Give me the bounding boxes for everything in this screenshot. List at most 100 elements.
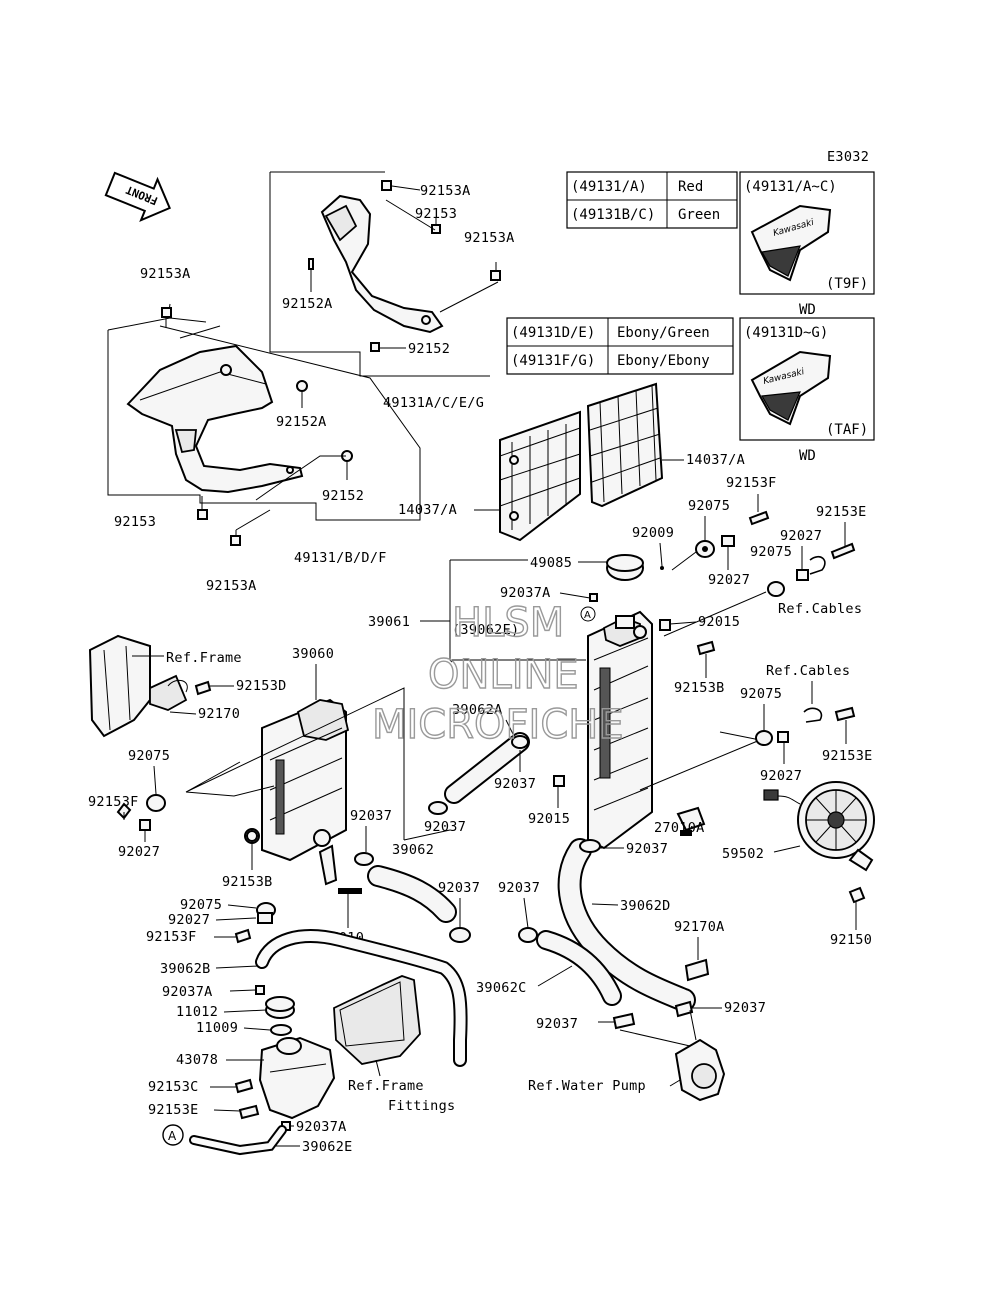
hose-39062B xyxy=(255,929,468,1067)
fastener-92152-top xyxy=(370,342,406,352)
color-table-2-color-1: Ebony/Green xyxy=(617,325,710,341)
grommet-92075-a xyxy=(695,540,715,558)
label-92075-b: 92075 xyxy=(750,544,792,560)
collar-92027-b xyxy=(796,569,809,581)
label-92153E-b: 92153E xyxy=(822,748,873,764)
label-92153A-top: 92153A xyxy=(420,183,471,199)
label-92037A-b: 92037A xyxy=(162,984,213,1000)
label-39062C: 39062C xyxy=(476,980,527,996)
frame-section-ref xyxy=(88,634,188,738)
seal-11009 xyxy=(270,1024,292,1036)
label-92037-h: 92037 xyxy=(536,1016,578,1032)
label-92027-a: 92027 xyxy=(708,572,750,588)
label-92027-e: 92027 xyxy=(168,912,210,928)
watermark: HLSM ONLINE MICROFICHE xyxy=(371,599,624,748)
inset-1-note: WD xyxy=(799,302,816,318)
fastener-92152A-mid xyxy=(296,380,308,408)
label-43078: 43078 xyxy=(176,1052,218,1068)
reservoir-cap-11012 xyxy=(265,996,295,1019)
grommet-92075-b xyxy=(767,581,785,597)
label-92153A-left: 92153A xyxy=(140,266,191,282)
label-92075-e: 92075 xyxy=(180,897,222,913)
bolt-92153F-c xyxy=(234,928,252,944)
collar-92027-c xyxy=(139,819,151,831)
label-11012: 11012 xyxy=(176,1004,218,1020)
label-92037-g: 92037 xyxy=(724,1000,766,1016)
label-49085: 49085 xyxy=(530,555,572,571)
label-39062E-ref: (39062E) xyxy=(452,622,519,638)
label-92153E-c: 92153E xyxy=(148,1102,199,1118)
color-table-1: (49131/A) Red (49131B/C) Green xyxy=(566,171,738,229)
label-92037-a: 92037 xyxy=(494,776,536,792)
radiator-cap-49085 xyxy=(606,554,644,581)
label-fittings: Fittings xyxy=(388,1098,455,1114)
label-92037A-a: 92037A xyxy=(500,585,551,601)
label-92015-b: 92015 xyxy=(528,811,570,827)
clamp-92037-g xyxy=(674,1000,694,1018)
label-92027-b: 92027 xyxy=(780,528,822,544)
inset-1-code: (49131/A~C) xyxy=(744,179,837,195)
inset-shroud-variant-1: (49131/A~C) Kawasaki (T9F) WD xyxy=(739,171,875,318)
label-92153B-a: 92153B xyxy=(674,680,725,696)
label-92153E-a: 92153E xyxy=(816,504,867,520)
clamp-92037-d xyxy=(449,927,471,943)
label-ref-cables-a: Ref.Cables xyxy=(778,601,862,617)
clamp-92037-b xyxy=(428,801,448,815)
fastener-92152-mid xyxy=(341,450,353,480)
bolt-92153E-c xyxy=(238,1104,260,1120)
label-92037-b: 92037 xyxy=(424,819,466,835)
label-92153C: 92153C xyxy=(148,1079,199,1095)
label-92152-mid: 92152 xyxy=(322,488,364,504)
label-49131BDF: 49131/B/D/F xyxy=(294,550,387,566)
bolt-92150 xyxy=(848,886,866,904)
label-92153F-a: 92153F xyxy=(726,475,777,491)
cable-clip-a xyxy=(809,555,826,575)
label-92153A-right: 92153A xyxy=(464,230,515,246)
radiator-right xyxy=(587,610,653,850)
nut-92015-b xyxy=(553,775,565,787)
label-92037A-c: 92037A xyxy=(296,1119,347,1135)
hose-39062E xyxy=(189,1125,287,1156)
color-table-1-code-1: (49131/A) xyxy=(571,179,647,195)
label-39062E: 39062E xyxy=(302,1139,353,1155)
label-39061: 39061 xyxy=(368,614,410,630)
label-92153-top: 92153 xyxy=(415,206,457,222)
circle-a-marker-bottom: A xyxy=(162,1124,184,1146)
bolt-92153C xyxy=(234,1078,254,1094)
label-92153D: 92153D xyxy=(236,678,287,694)
label-39062: 39062 xyxy=(392,842,434,858)
clamp-92037-a xyxy=(511,735,529,749)
label-49131ACEG: 49131A/C/E/G xyxy=(383,395,484,411)
bolt-92153E-b xyxy=(834,706,856,722)
cable-clip-b xyxy=(803,707,823,723)
watermark-line-2: ONLINE xyxy=(428,652,579,698)
shroud-lower-part xyxy=(126,344,304,494)
reservoir-tank-43078 xyxy=(258,1036,336,1120)
color-table-2-code-1: (49131D/E) xyxy=(511,325,595,341)
watermark-line-1: HLSM xyxy=(452,600,564,646)
radiator-guard-left xyxy=(499,410,581,542)
fastener-92153-left xyxy=(197,496,208,520)
diagram-code: E3032 xyxy=(827,149,869,165)
label-39062A: 39062A xyxy=(452,702,503,718)
fastener-92153A-right xyxy=(490,262,501,281)
label-92153A-bottom: 92153A xyxy=(206,578,257,594)
shroud-upper-part xyxy=(320,194,444,334)
sensor-27010 xyxy=(318,844,362,894)
color-table-1-code-2: (49131B/C) xyxy=(571,207,655,223)
label-92075-a: 92075 xyxy=(688,498,730,514)
inset-1-tag: (T9F) xyxy=(826,276,868,292)
hose-92170A xyxy=(684,958,710,982)
fastener-92153A-bottom xyxy=(230,530,241,546)
collar-92027-a xyxy=(721,535,735,547)
nut-92015-a xyxy=(659,619,671,631)
label-ref-cables-b: Ref.Cables xyxy=(766,663,850,679)
label-92170A: 92170A xyxy=(674,919,725,935)
clamp-92009 xyxy=(660,566,664,570)
collar-92027-e xyxy=(257,912,273,924)
inset-shroud-variant-2: (49131D~G) Kawasaki (TAF) WD xyxy=(739,317,875,464)
clamp-92037-f xyxy=(518,927,538,943)
inset-2-note: WD xyxy=(799,448,816,464)
